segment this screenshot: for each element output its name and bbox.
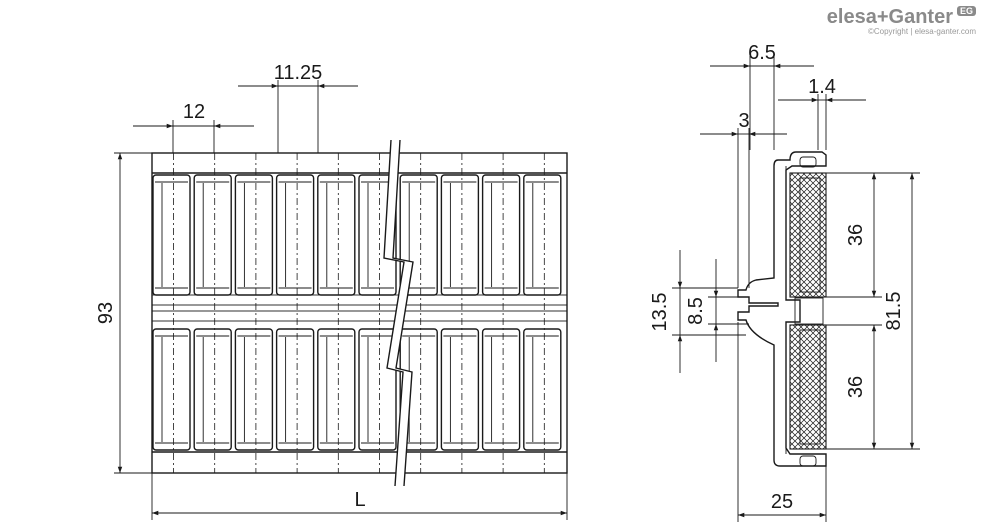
roller <box>523 328 562 451</box>
break-line-left <box>383 139 405 487</box>
centerline-group <box>173 153 545 473</box>
dim-height-total-label: 93 <box>95 302 117 324</box>
dim-roller-lower: 36 <box>826 324 882 450</box>
break-line-mask <box>384 140 413 486</box>
roller <box>440 174 480 296</box>
dim-top-width-label: 6.5 <box>748 42 776 64</box>
side-middle-clip <box>794 297 824 325</box>
dim-width-side-label: 25 <box>771 491 793 513</box>
dim-slot-inner-label: 8.5 <box>685 297 707 325</box>
side-bottom-clip <box>799 455 817 467</box>
dim-slot-outer-label: 13.5 <box>649 293 671 332</box>
roller <box>152 174 191 296</box>
roller <box>234 328 274 451</box>
roller <box>399 174 438 296</box>
dim-height-side-label: 81.5 <box>883 292 905 331</box>
roller <box>440 328 480 451</box>
dim-height-total: 93 <box>95 152 152 474</box>
side-top-clip <box>799 156 817 168</box>
dim-height-side: 81.5 <box>882 172 920 450</box>
roller <box>234 174 274 296</box>
side-lower-roller <box>789 324 827 450</box>
dim-length-label: L <box>354 489 365 511</box>
roller <box>193 328 232 451</box>
break-line-right <box>392 139 414 487</box>
dim-slot-depth: 3 <box>700 110 787 288</box>
dim-pitch-large: 11.25 <box>238 62 358 153</box>
roller <box>358 174 397 296</box>
side-lower-roller-core <box>799 329 821 445</box>
roller <box>317 174 356 296</box>
dim-slot-outer: 13.5 <box>649 250 746 373</box>
dim-flange-label: 1.4 <box>808 76 836 98</box>
roller <box>481 328 521 451</box>
brand-badge: EG <box>956 6 976 16</box>
upper-axle-bar <box>151 294 568 306</box>
dim-pitch-small-label: 12 <box>183 101 205 123</box>
roller <box>481 174 521 296</box>
roller <box>152 328 191 451</box>
brand-copyright: ©Copyright | elesa-ganter.com <box>867 27 976 36</box>
dim-pitch-large-label: 11.25 <box>274 62 323 84</box>
front-view: 12 11.25 93 L <box>95 62 568 520</box>
dim-roller-lower-label: 36 <box>845 376 867 398</box>
lower-axle-bar <box>151 310 568 322</box>
roller <box>523 174 562 296</box>
roller <box>399 328 438 451</box>
brand-name: elesa+Ganter <box>826 6 953 28</box>
roller-group <box>152 174 562 451</box>
side-back-plate <box>737 151 827 467</box>
dim-roller-upper-label: 36 <box>845 224 867 246</box>
dim-slot-inner: 8.5 <box>685 259 749 362</box>
roller <box>358 328 397 451</box>
dim-pitch-small: 12 <box>133 101 254 153</box>
roller <box>193 174 232 296</box>
roller <box>275 328 315 451</box>
roller <box>275 174 315 296</box>
side-view: 6.5 1.4 3 13.5 <box>649 42 920 522</box>
side-upper-roller <box>789 172 827 298</box>
dim-slot-depth-label: 3 <box>738 110 749 132</box>
dim-roller-upper: 36 <box>826 172 882 298</box>
side-upper-roller-core <box>799 177 821 293</box>
dim-flange: 1.4 <box>778 76 866 150</box>
roller <box>317 328 356 451</box>
dim-length: L <box>151 473 568 520</box>
dim-width-side: 25 <box>737 322 827 522</box>
